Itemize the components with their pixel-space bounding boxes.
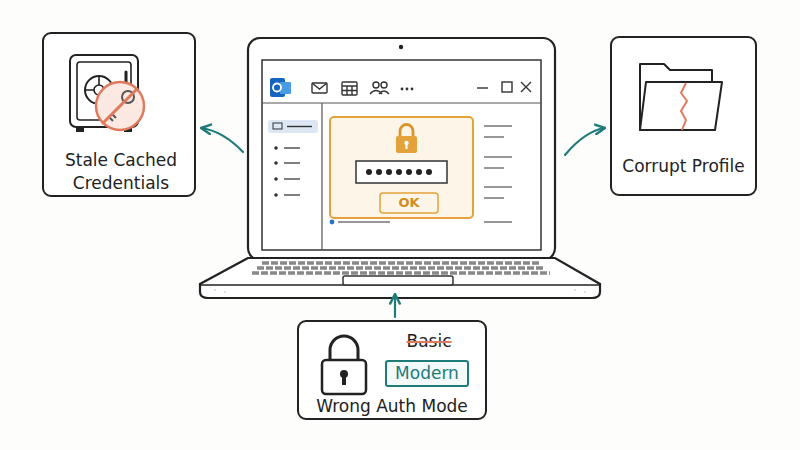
safe-icon-part [85, 76, 113, 104]
outlook-window-part [268, 120, 318, 133]
password-dialog-part [330, 117, 473, 218]
outlook-window-part [401, 88, 414, 91]
laptop-base-part-part [257, 266, 545, 270]
laptop-base-part [343, 276, 453, 285]
password-dialog-part-part [396, 169, 402, 175]
outlook-window-part [273, 123, 282, 129]
laptop-base-part [200, 258, 600, 298]
laptop-base-part-part [584, 291, 586, 293]
password-dialog-part [366, 169, 432, 175]
cause-box: Corrupt Profile [610, 36, 757, 196]
password-dialog-part [400, 125, 413, 138]
padlock-icon-part [342, 376, 346, 385]
outlook-window-part-part [312, 83, 327, 89]
outlook-window-part-part [401, 88, 404, 91]
corrupt-folder-icon [640, 64, 722, 130]
cause-box: Stale Cached Credentials [42, 32, 196, 197]
password-dialog-part-part [426, 169, 432, 175]
cause-arrow [201, 128, 243, 152]
laptop-base-part-part [262, 261, 540, 265]
crossed-key-icon-part [96, 82, 144, 130]
outlook-window-part-part [342, 82, 357, 95]
password-dialog-part [406, 144, 408, 149]
laptop-base-part-part [214, 289, 216, 291]
outlook-window-part [287, 126, 312, 127]
laptop-base [200, 258, 600, 298]
corrupt-folder-icon-part [640, 82, 722, 130]
laptop-node: OK [200, 38, 600, 298]
outlook-window-part-part [274, 193, 278, 197]
corrupt-folder-icon-part [681, 83, 687, 130]
cause-arrow [565, 128, 605, 155]
outlook-window-part-part [521, 82, 531, 92]
laptop-lid [248, 38, 555, 260]
outlook-window-part-part [406, 88, 409, 91]
crossed-key-icon-part [103, 89, 137, 123]
new-auth-label: Modern [385, 360, 469, 387]
safe-icon-part [76, 127, 84, 132]
crossed-key-icon-part [108, 102, 124, 121]
outlook-window-part-part [411, 88, 414, 91]
corrupt-folder-icon-part [640, 64, 712, 130]
laptop-base-part [214, 289, 586, 293]
safe-icon-part [77, 62, 131, 120]
outlook-window-part [274, 146, 278, 197]
outlook-window-part [262, 60, 541, 250]
password-dialog-part-part [406, 169, 412, 175]
outlook-window-part-part [370, 91, 389, 95]
outlook-window-part [284, 148, 300, 195]
padlock-icon-part [330, 336, 358, 361]
crossed-key-icon [96, 82, 144, 130]
outlook-window-part [312, 82, 531, 95]
password-dialog-part-part [416, 169, 422, 175]
safe-icon-part [85, 76, 113, 104]
password-dialog [330, 117, 473, 218]
safe-icon-part [94, 85, 104, 95]
cause-label: Wrong Auth Mode [299, 395, 485, 418]
safe-icon [70, 55, 138, 132]
cause-box: BasicModernWrong Auth Mode [297, 320, 487, 420]
laptop-lid-part [248, 38, 555, 260]
outlook-window-part-part [502, 82, 512, 92]
password-dialog-part-part [366, 169, 372, 175]
safe-icon-part [70, 55, 138, 127]
outlook-window-part-part [274, 146, 278, 150]
safe-icon-part [124, 127, 132, 132]
outlook-window-part-part [274, 177, 278, 181]
cause-label: Corrupt Profile [612, 155, 755, 178]
outlook-window-part-part [330, 220, 335, 225]
laptop-base-part [252, 263, 550, 273]
laptop-lid-part [399, 45, 403, 49]
password-dialog-part-part [376, 169, 382, 175]
outlook-window-part [273, 84, 281, 92]
padlock-icon-part [322, 360, 366, 394]
cause-label: Stale Cached Credentials [46, 149, 196, 195]
laptop-base-part-part [252, 271, 550, 275]
crossed-key-icon-part [122, 91, 134, 103]
outlook-window-part-part [274, 161, 278, 165]
old-auth-label: Basic [387, 330, 471, 353]
button-label: OK [380, 193, 438, 213]
password-dialog-part [396, 136, 417, 153]
cause-arrow [394, 294, 396, 317]
outlook-window-part-part [373, 82, 379, 88]
outlook-window-part-part [312, 83, 327, 93]
laptop-base-part-part [224, 291, 226, 293]
padlock-icon [322, 336, 366, 394]
laptop-base-part-part [574, 289, 576, 291]
password-dialog-part [356, 161, 447, 183]
password-dialog-part-part [386, 169, 392, 175]
outlook-window [262, 60, 541, 250]
password-dialog-part [380, 193, 438, 213]
outlook-window-part-part [381, 82, 387, 88]
safe-icon-part [125, 72, 128, 86]
padlock-icon-part [340, 370, 348, 378]
outlook-window-part [262, 103, 541, 250]
outlook-window-part-part [342, 86, 357, 95]
outlook-window-part-part [477, 87, 488, 88]
